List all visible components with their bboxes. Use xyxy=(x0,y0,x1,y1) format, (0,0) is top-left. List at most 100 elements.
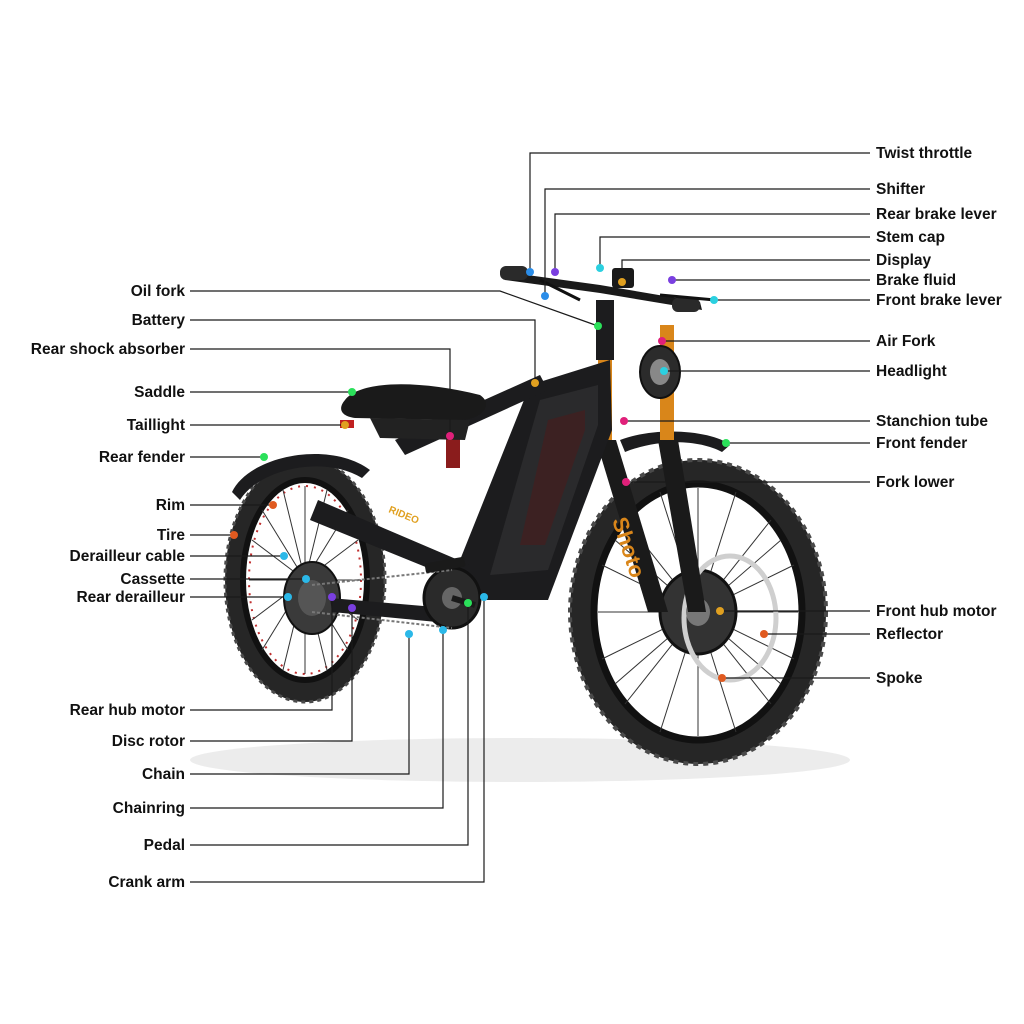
dot-saddle xyxy=(348,388,356,396)
label-rear-derailleur: Rear derailleur xyxy=(76,589,185,606)
dot-rim xyxy=(269,501,277,509)
label-battery: Battery xyxy=(132,312,186,329)
headlight-lens xyxy=(650,359,670,385)
label-display: Display xyxy=(876,252,932,269)
dot-pedal xyxy=(464,599,472,607)
dot-rear-derailleur xyxy=(284,593,292,601)
dot-spoke xyxy=(718,674,726,682)
label-front-brake-lever: Front brake lever xyxy=(876,292,1002,309)
dot-rear-hub-motor xyxy=(328,593,336,601)
dot-cassette xyxy=(302,575,310,583)
dot-chain xyxy=(405,630,413,638)
label-reflector: Reflector xyxy=(876,626,943,643)
label-shifter: Shifter xyxy=(876,181,925,198)
handlebar xyxy=(500,266,716,312)
frame-logo-text: RIDEO xyxy=(387,505,421,527)
leader-chain xyxy=(190,634,410,775)
leader-battery xyxy=(190,319,536,383)
label-disc-rotor: Disc rotor xyxy=(112,733,185,750)
dot-taillight xyxy=(341,421,349,429)
label-derailleur-cable: Derailleur cable xyxy=(70,548,186,565)
front-brake-lever-shape xyxy=(659,293,716,302)
label-air-fork: Air Fork xyxy=(876,333,936,350)
label-twist-throttle: Twist throttle xyxy=(876,145,973,162)
dot-twist-throttle xyxy=(526,268,534,276)
head-tube-shape xyxy=(596,300,614,360)
label-headlight: Headlight xyxy=(876,363,947,380)
label-brake-fluid: Brake fluid xyxy=(876,272,956,289)
label-spoke: Spoke xyxy=(876,670,923,687)
leader-twist-throttle xyxy=(529,152,870,272)
dot-headlight xyxy=(660,367,668,375)
leader-stem-cap xyxy=(599,236,870,268)
dot-oil-fork xyxy=(594,322,602,330)
label-rim: Rim xyxy=(156,497,185,514)
label-crank-arm: Crank arm xyxy=(108,874,185,891)
fork-lower-left xyxy=(596,440,668,612)
label-rear-shock-absorber: Rear shock absorber xyxy=(31,341,185,358)
dot-stanchion-tube xyxy=(620,417,628,425)
dot-chainring xyxy=(439,626,447,634)
callout-labels: Twist throttle Shifter Rear brake lever … xyxy=(31,145,1002,891)
label-pedal: Pedal xyxy=(144,837,185,854)
dot-shifter xyxy=(541,292,549,300)
label-taillight: Taillight xyxy=(127,417,185,434)
rear-brake-lever-shape xyxy=(539,278,581,302)
battery-vent xyxy=(520,410,585,545)
fork-lower-right xyxy=(658,440,706,612)
label-rear-hub-motor: Rear hub motor xyxy=(70,702,185,719)
front-disc-shape xyxy=(681,553,779,683)
dot-air-fork xyxy=(658,337,666,345)
rear-fender-shape xyxy=(232,454,370,500)
dot-rear-shock-absorber xyxy=(446,432,454,440)
leader-oil-fork xyxy=(190,290,599,327)
bike-illustration: Shoto RIDEO xyxy=(190,266,850,782)
leader-lines xyxy=(190,152,870,883)
dot-front-brake-lever xyxy=(710,296,718,304)
cassette-shape xyxy=(298,580,326,616)
leader-disc-rotor xyxy=(190,608,353,742)
dot-rear-fender xyxy=(260,453,268,461)
dot-rear-brake-lever xyxy=(551,268,559,276)
dot-brake-fluid xyxy=(668,276,676,284)
label-rear-fender: Rear fender xyxy=(99,449,185,466)
leader-rear-hub-motor xyxy=(190,597,333,711)
display-shape xyxy=(612,268,634,288)
pedal-shape xyxy=(424,556,466,574)
label-stanchion-tube: Stanchion tube xyxy=(876,413,988,430)
dot-crank-arm xyxy=(480,593,488,601)
label-front-fender: Front fender xyxy=(876,435,967,452)
left-grip xyxy=(500,266,528,280)
saddle-base xyxy=(370,418,470,440)
label-rear-brake-lever: Rear brake lever xyxy=(876,206,997,223)
leader-rear-shock-absorber xyxy=(190,348,451,436)
dot-disc-rotor xyxy=(348,604,356,612)
label-saddle: Saddle xyxy=(134,384,185,401)
dot-stem-cap xyxy=(596,264,604,272)
leader-crank-arm xyxy=(190,597,485,883)
label-chainring: Chainring xyxy=(113,800,185,817)
front-tire-tread xyxy=(568,458,828,766)
label-cassette: Cassette xyxy=(120,571,185,588)
label-front-hub-motor: Front hub motor xyxy=(876,603,997,620)
leader-rear-brake-lever xyxy=(554,213,870,272)
leader-shifter xyxy=(544,188,870,296)
leader-pedal xyxy=(190,603,469,846)
dot-front-fender xyxy=(722,439,730,447)
saddle-shape xyxy=(341,384,487,420)
dot-derailleur-cable xyxy=(280,552,288,560)
dot-battery xyxy=(531,379,539,387)
label-tire: Tire xyxy=(157,527,186,544)
right-grip xyxy=(672,298,700,312)
label-oil-fork: Oil fork xyxy=(131,283,186,300)
dot-tire xyxy=(230,531,238,539)
dot-reflector xyxy=(760,630,768,638)
label-fork-lower: Fork lower xyxy=(876,474,954,491)
callout-dots xyxy=(230,264,768,682)
handlebar-shape xyxy=(505,272,702,310)
label-chain: Chain xyxy=(142,766,185,783)
dot-fork-lower xyxy=(622,478,630,486)
label-stem-cap: Stem cap xyxy=(876,229,945,246)
